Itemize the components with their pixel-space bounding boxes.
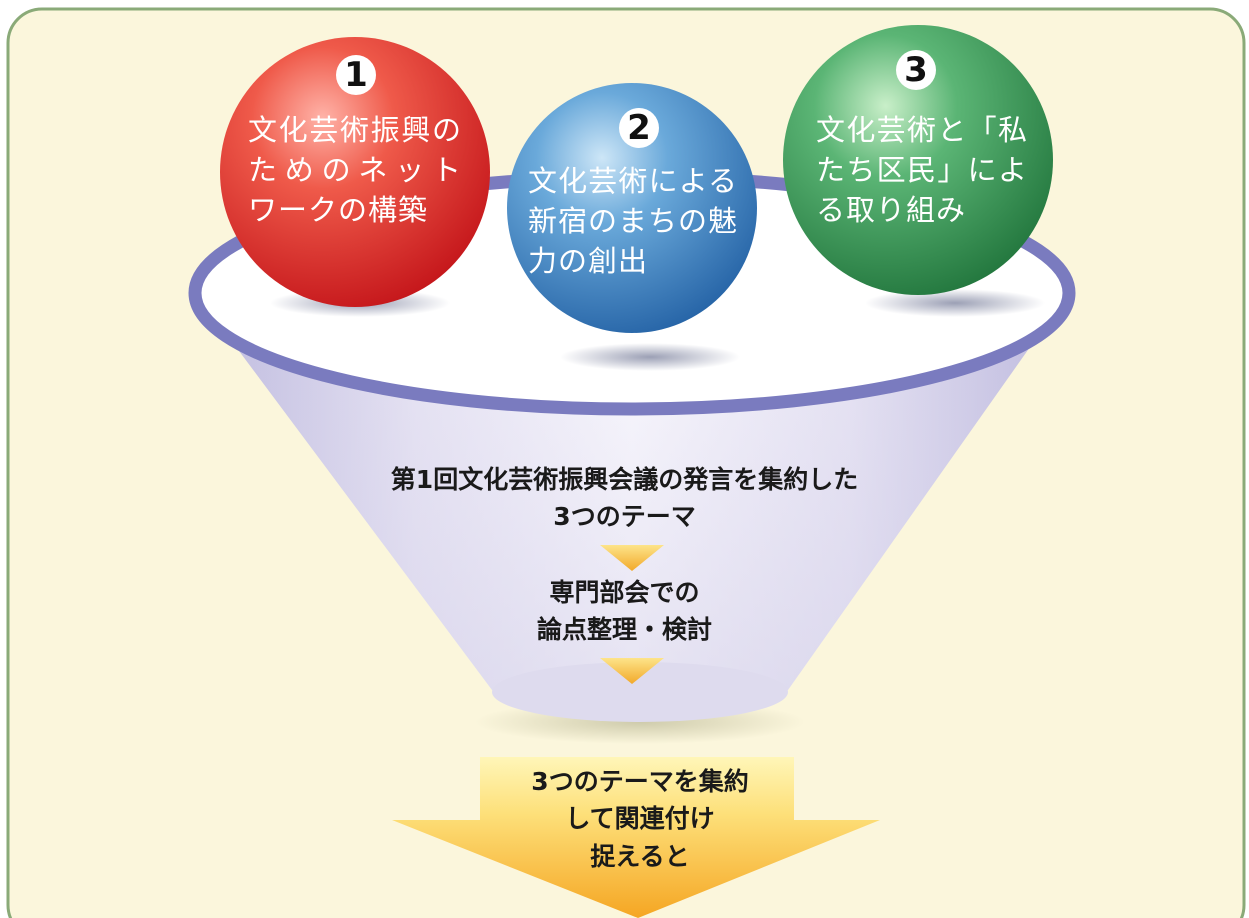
funnel-bottom — [492, 662, 788, 722]
ball-shadow-3 — [865, 289, 1045, 317]
ball-shadow-2 — [560, 343, 740, 371]
theme-ball-1 — [220, 37, 490, 307]
big-down-arrow — [392, 757, 880, 918]
number-badge-3 — [896, 50, 936, 90]
down-arrow-2 — [600, 658, 664, 684]
number-badge-1 — [336, 55, 376, 95]
theme-ball-3 — [783, 25, 1053, 295]
funnel-body-shade — [198, 296, 1066, 714]
number-badge-2 — [619, 108, 659, 148]
down-arrow-1 — [600, 545, 664, 571]
theme-ball-2 — [507, 83, 757, 333]
